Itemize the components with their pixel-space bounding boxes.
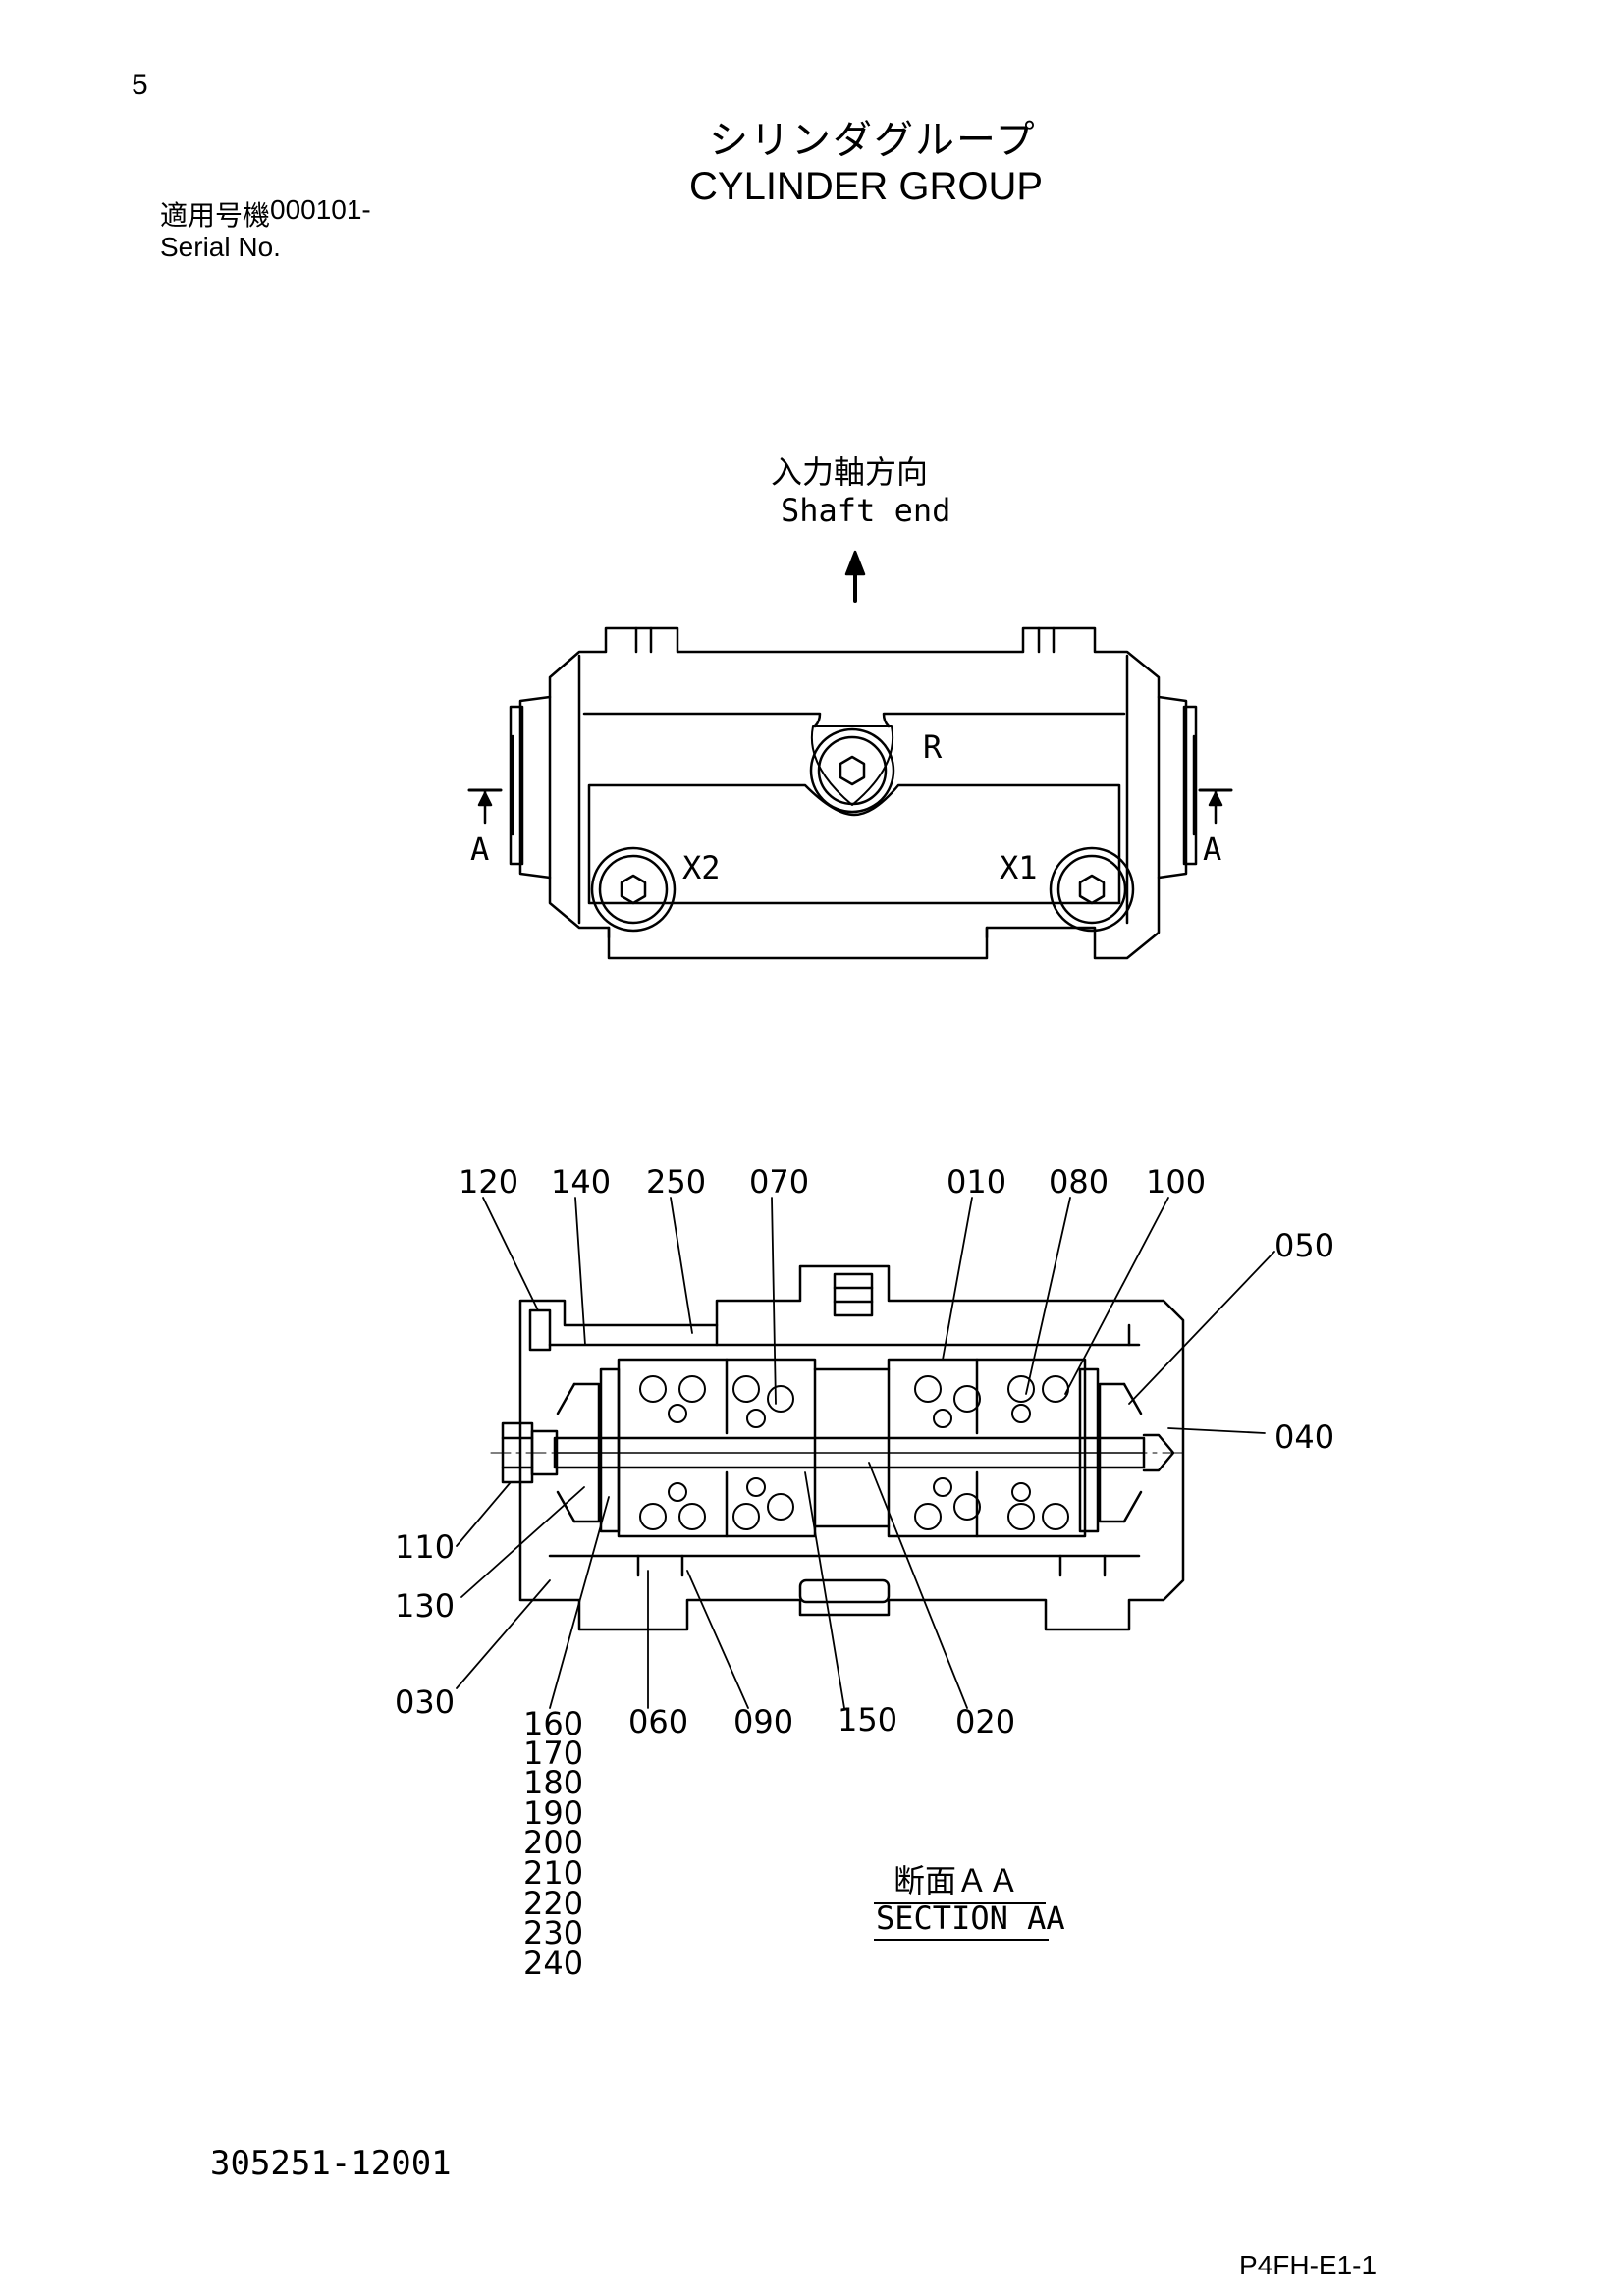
part-label-210: 210 bbox=[523, 1854, 583, 1892]
port-x1-label: X1 bbox=[1000, 849, 1038, 886]
section-aa-view bbox=[490, 1264, 1189, 1631]
section-title-jp: 断面ＡＡ bbox=[893, 1862, 1019, 1899]
part-label-140: 140 bbox=[551, 1163, 611, 1201]
part-label-020: 020 bbox=[955, 1703, 1015, 1740]
direction-label-en: Shaft end bbox=[781, 492, 950, 529]
leader-lines bbox=[456, 1197, 1275, 1709]
part-label-150: 150 bbox=[838, 1701, 897, 1738]
part-label-190: 190 bbox=[523, 1794, 583, 1832]
serial-value: 000101- bbox=[270, 194, 371, 225]
part-label-160: 160 bbox=[523, 1705, 583, 1742]
port-r-outer bbox=[809, 727, 895, 814]
page-code: P4FH-E1-1 bbox=[1239, 2250, 1378, 2280]
port-r-label: R bbox=[923, 728, 943, 766]
title-japanese: シリンダグループ bbox=[709, 118, 1037, 163]
housing-outline bbox=[518, 1264, 1185, 1631]
port-x1-outer bbox=[1049, 846, 1135, 933]
port-r-hex bbox=[839, 755, 866, 786]
part-label-040: 040 bbox=[1274, 1418, 1334, 1456]
part-label-070: 070 bbox=[749, 1163, 809, 1201]
part-label-250: 250 bbox=[646, 1163, 706, 1201]
port-x2-hex bbox=[620, 874, 647, 905]
valve-body-outline bbox=[548, 626, 1161, 960]
shaft-arrow-head bbox=[844, 550, 866, 576]
part-label-010: 010 bbox=[947, 1163, 1006, 1201]
part-label-090: 090 bbox=[733, 1703, 793, 1740]
part-number-labels: 120 140 250 070 010 080 100 050 040 110 … bbox=[395, 1163, 1334, 1982]
section-title-en: SECTION AA bbox=[876, 1899, 1065, 1937]
serial-label-english: Serial No. bbox=[160, 232, 281, 262]
direction-label-jp: 入力軸方向 bbox=[771, 454, 928, 491]
right-spool-chamber bbox=[887, 1358, 1087, 1538]
part-label-120: 120 bbox=[459, 1163, 518, 1201]
left-boss-face bbox=[509, 705, 524, 866]
top-view bbox=[467, 550, 1233, 960]
part-label-130: 130 bbox=[395, 1587, 455, 1625]
left-boss bbox=[518, 695, 552, 880]
part-label-200: 200 bbox=[523, 1824, 583, 1861]
serial-label-japanese: 適用号機 bbox=[160, 199, 271, 232]
part-label-170: 170 bbox=[523, 1735, 583, 1772]
port-x2-label: X2 bbox=[682, 849, 721, 886]
part-label-230: 230 bbox=[523, 1914, 583, 1951]
drawing-number: 305251-12001 bbox=[210, 2144, 452, 2183]
part-label-110: 110 bbox=[395, 1528, 455, 1566]
page-number: 5 bbox=[132, 69, 148, 101]
part-label-220: 220 bbox=[523, 1885, 583, 1922]
port-x1-hex bbox=[1078, 874, 1106, 905]
right-boss bbox=[1157, 695, 1188, 880]
part-label-240: 240 bbox=[523, 1945, 583, 1982]
left-cap-plug bbox=[528, 1308, 552, 1352]
section-mark-left-label: A bbox=[470, 830, 489, 868]
right-boss-face bbox=[1182, 705, 1198, 866]
part-label-180: 180 bbox=[523, 1764, 583, 1801]
part-label-060: 060 bbox=[628, 1703, 688, 1740]
port-x2-outer bbox=[590, 846, 677, 933]
part-label-030: 030 bbox=[395, 1683, 455, 1721]
title-english: CYLINDER GROUP bbox=[689, 165, 1044, 208]
part-label-050: 050 bbox=[1274, 1227, 1334, 1264]
inner-face-outline bbox=[587, 783, 1121, 905]
top-port bbox=[833, 1272, 874, 1317]
part-label-080: 080 bbox=[1049, 1163, 1109, 1201]
part-label-100: 100 bbox=[1146, 1163, 1206, 1201]
section-mark-right-label: A bbox=[1203, 830, 1221, 868]
